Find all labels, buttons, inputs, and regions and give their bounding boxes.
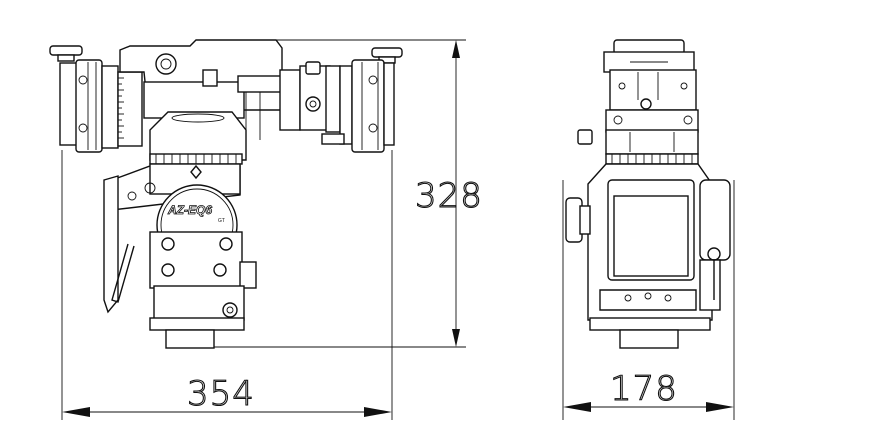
logo-text: AZ-EQ6 [167,203,212,217]
side-view-mount [565,39,731,349]
dimension-width-front-label: 354 [187,374,255,414]
dimension-lines [61,39,735,420]
logo-badge: GT [218,218,225,224]
left-knob-icon [49,45,83,62]
dimension-width-side-label: 178 [610,369,678,409]
front-view-mount: AZ-EQ6 GT [49,39,403,349]
dimension-height-label: 328 [415,176,483,216]
right-knob-icon [371,47,403,64]
